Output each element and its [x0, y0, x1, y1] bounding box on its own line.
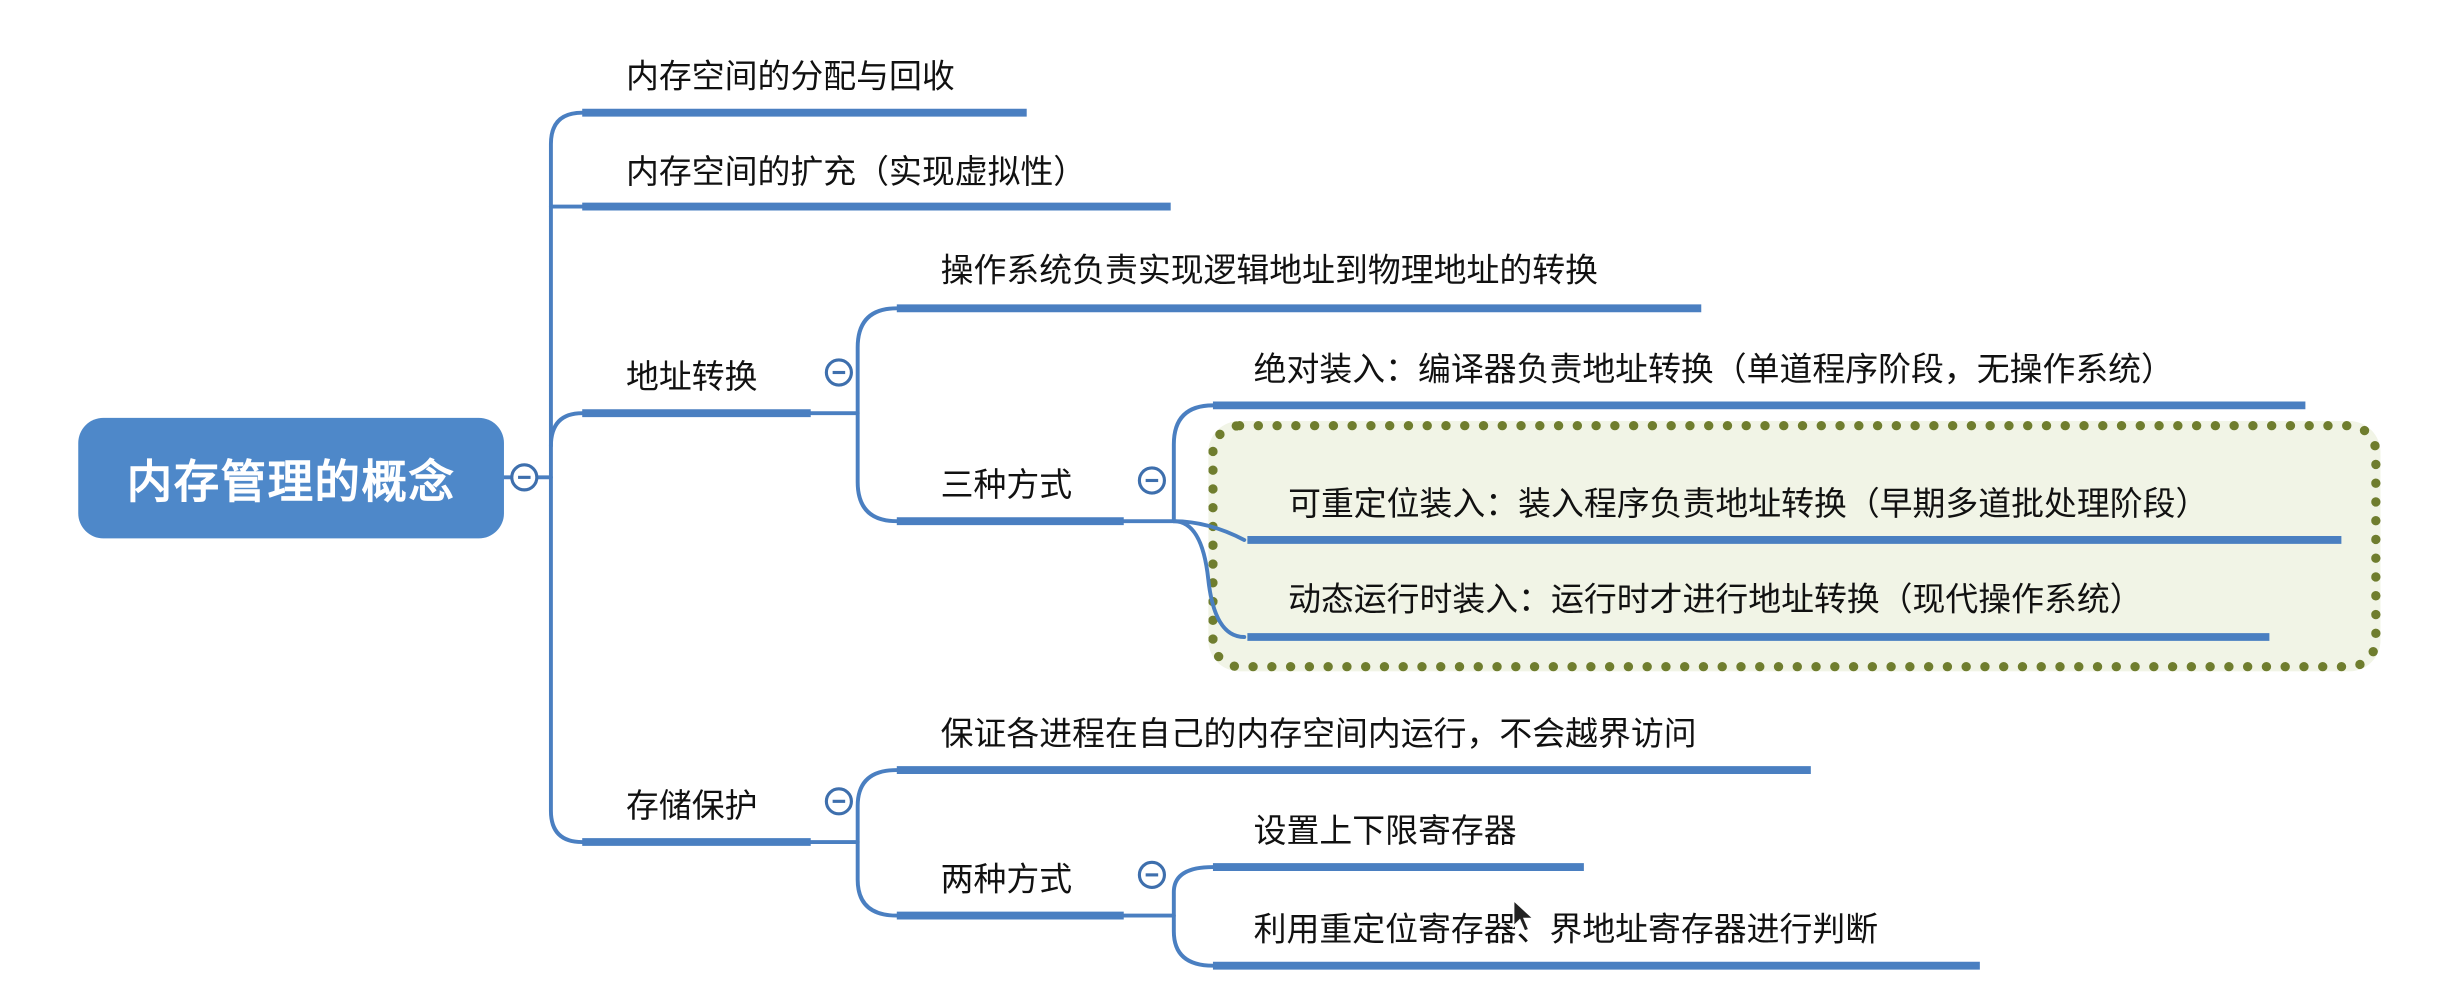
method-relocation-registers[interactable]: 利用重定位寄存器、界地址寄存器进行判断 [1253, 910, 1879, 949]
method-bounds-registers[interactable]: 设置上下限寄存器 [1253, 812, 1517, 850]
address-translation-collapse-icon[interactable] [824, 358, 853, 387]
storage-protection-desc[interactable]: 保证各进程在自己的内存空间内运行，不会越界访问 [940, 715, 1697, 753]
method-relocatable-loading[interactable]: 可重定位装入：装入程序负责地址转换（早期多道批处理阶段） [1288, 485, 2209, 523]
root-collapse-icon[interactable] [510, 463, 539, 492]
topic-memory-allocation[interactable]: 内存空间的分配与回收 [626, 57, 955, 96]
address-translation-desc[interactable]: 操作系统负责实现逻辑地址到物理地址的转换 [940, 251, 1598, 290]
topic-address-translation[interactable]: 地址转换 [626, 358, 758, 396]
storage-protection-collapse-icon[interactable] [824, 787, 853, 816]
mouse-cursor-icon [1512, 898, 1537, 933]
root-topic[interactable]: 内存管理的概念 [78, 417, 504, 539]
topic-three-methods[interactable]: 三种方式 [940, 466, 1073, 504]
highlight-box-dotted [1208, 421, 2381, 672]
method-absolute-loading[interactable]: 绝对装入：编译器负责地址转换（单道程序阶段，无操作系统） [1253, 350, 2174, 389]
topic-two-methods[interactable]: 两种方式 [940, 860, 1073, 899]
topic-storage-protection[interactable]: 存储保护 [626, 787, 758, 825]
two-methods-collapse-icon[interactable] [1137, 860, 1166, 889]
method-dynamic-loading[interactable]: 动态运行时装入：运行时才进行地址转换（现代操作系统） [1288, 580, 2143, 619]
three-methods-collapse-icon[interactable] [1137, 466, 1166, 495]
topic-memory-expansion[interactable]: 内存空间的扩充（实现虚拟性） [626, 153, 1087, 191]
